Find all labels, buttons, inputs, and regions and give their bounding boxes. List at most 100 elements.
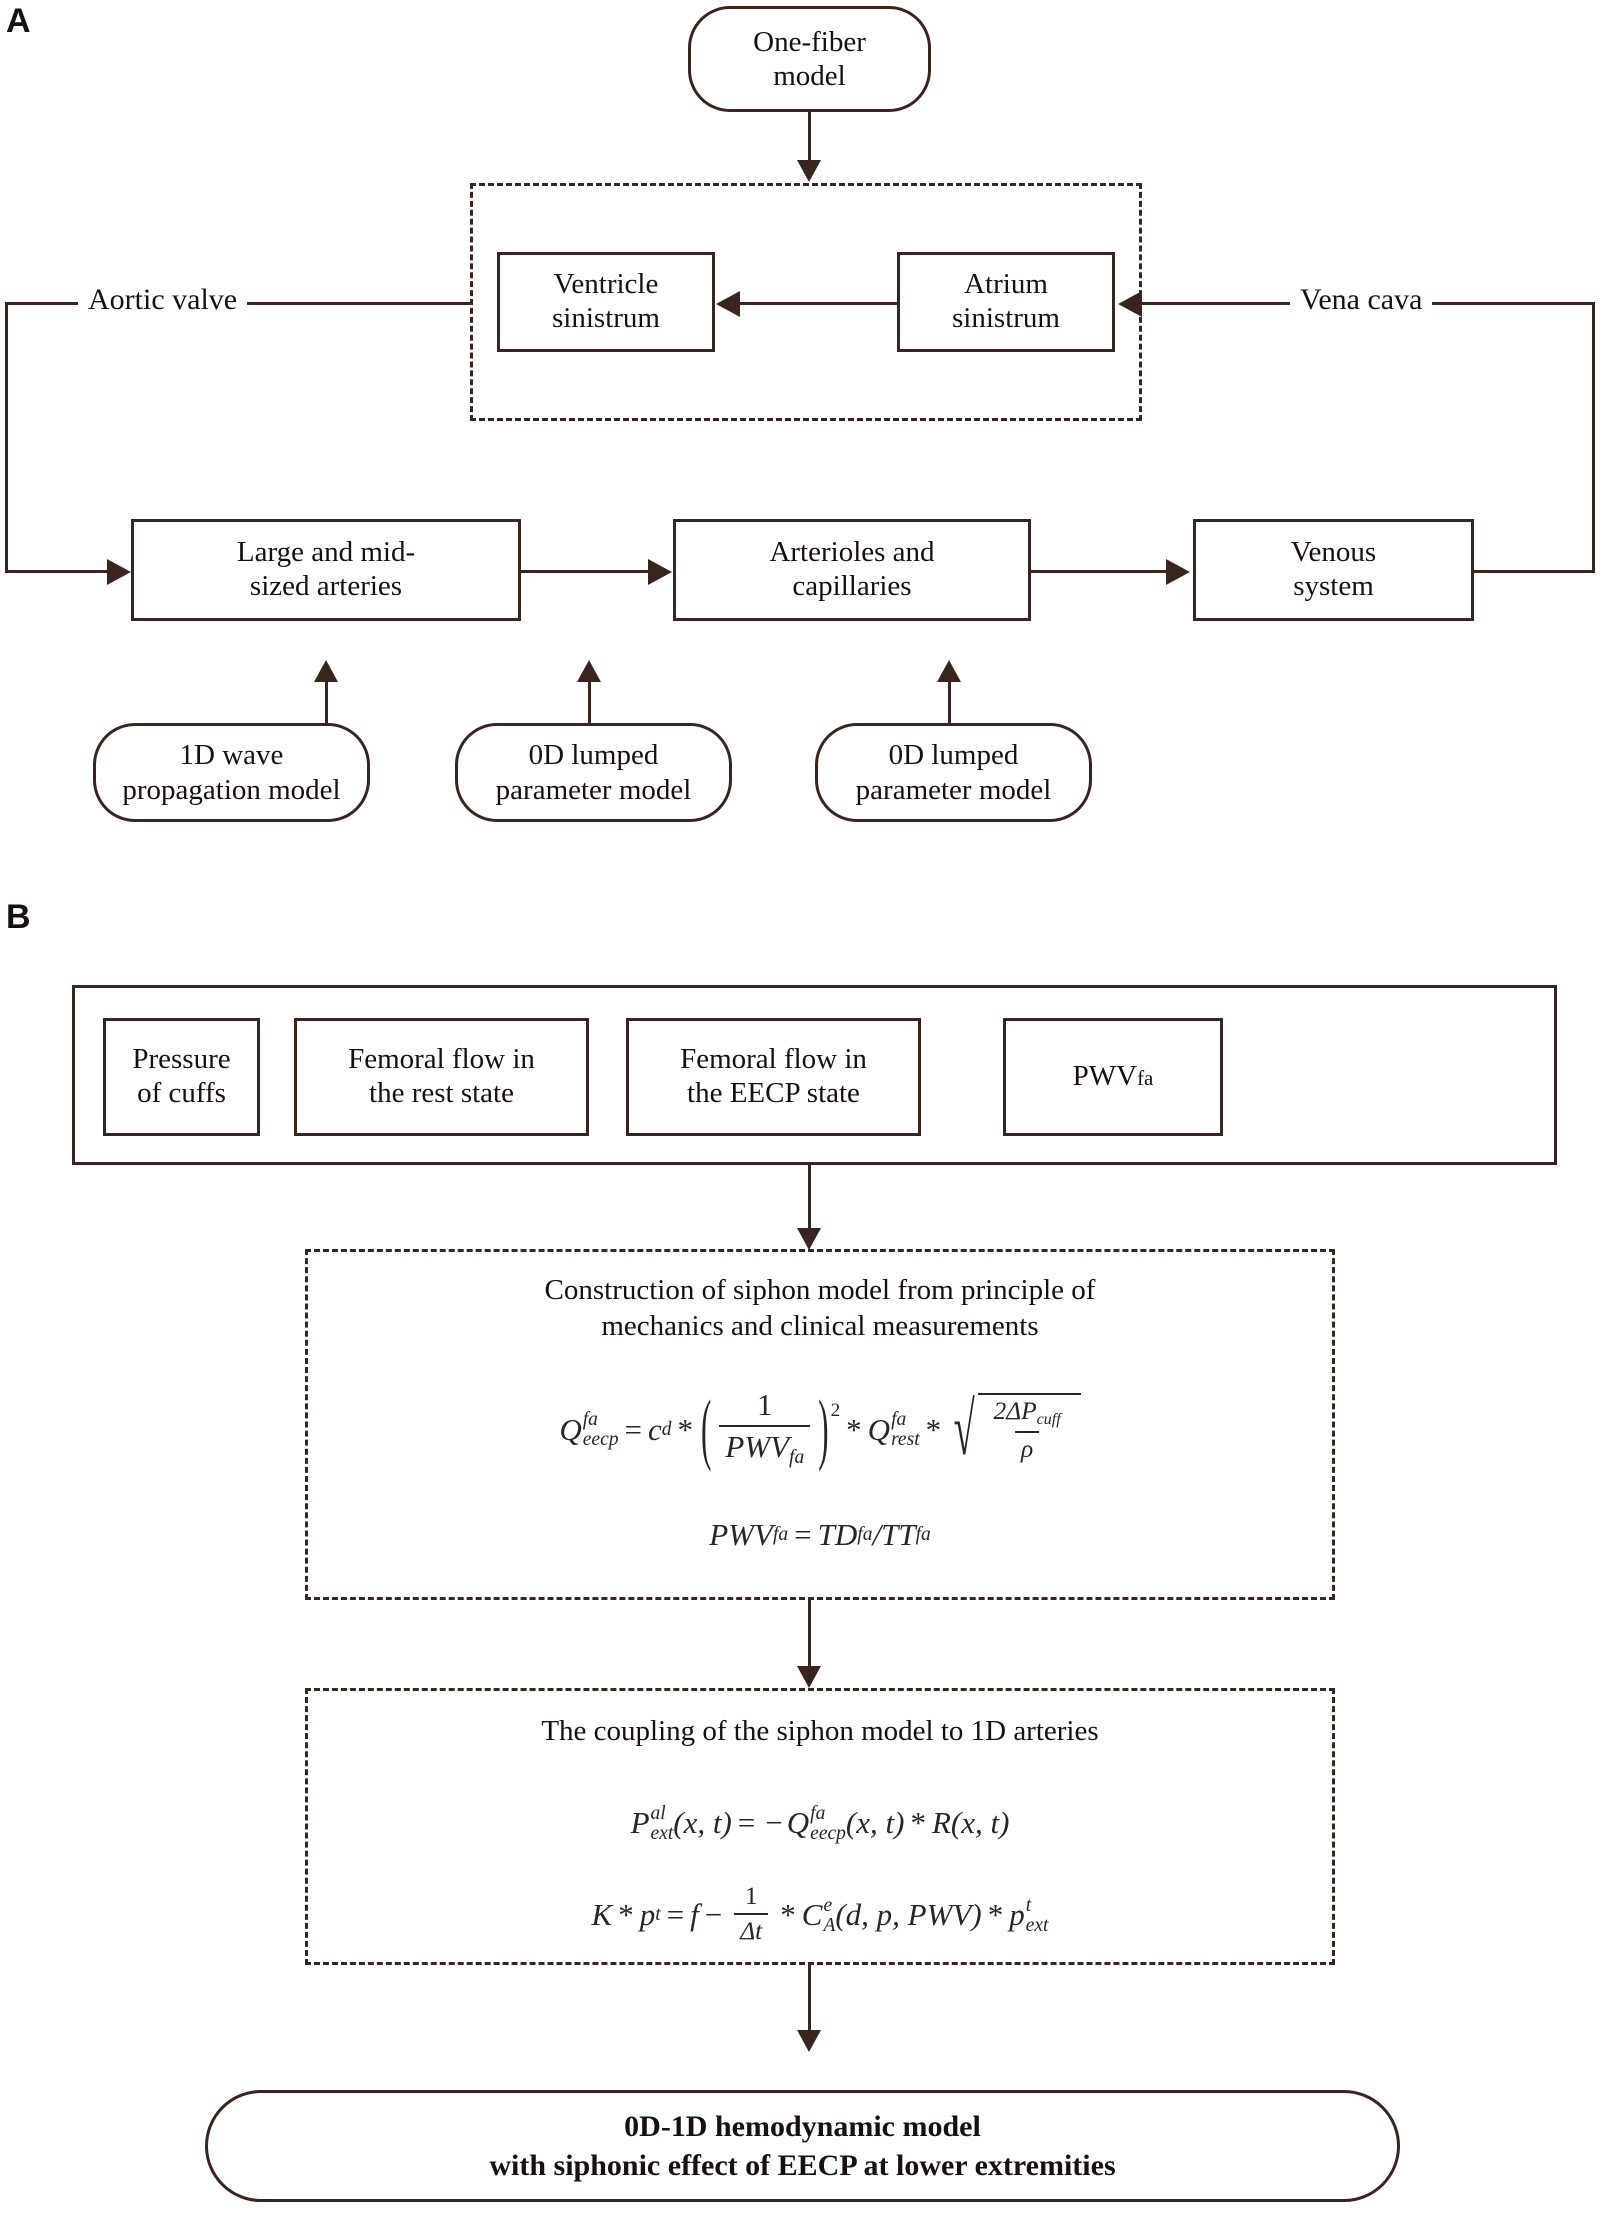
ceq1-lhs-base: P [630, 1805, 650, 1840]
eq1-q-sup: fa [891, 1409, 907, 1431]
node-0d-a-line1: 0D lumped [528, 739, 659, 772]
arrowhead-siphon-to-coupling [797, 1666, 821, 1688]
ceq1-lhs-sup: al [650, 1802, 666, 1824]
node-ventricle-line2: sinistrum [552, 302, 660, 334]
input-pressure-line2: of cuffs [137, 1077, 226, 1109]
ceq2-c-sub: A [823, 1914, 836, 1936]
ceq2-frac-numerator: 1 [744, 1881, 758, 1910]
arrowhead-to-arteries [107, 559, 131, 585]
siphon-model-dashed-box [305, 1249, 1335, 1600]
final-line2: with siphonic effect of EECP at lower ex… [489, 2149, 1116, 2182]
ceq2-fraction: 1 Δt [734, 1881, 769, 1946]
siphon-model-title: Construction of siphon model from princi… [325, 1272, 1315, 1345]
input-eecp-line1: Femoral flow in [680, 1043, 867, 1076]
eq1-fraction: 1 PWVfa [719, 1387, 811, 1469]
eq1-q-base: Q [867, 1411, 891, 1447]
eq1-paren-left: ( [701, 1383, 712, 1473]
ceq1-r-args: (x, t) [950, 1805, 1010, 1840]
node-arterioles-capillaries: Arterioles and capillaries [673, 519, 1031, 621]
connector-0d-lumped-b-to-venous [948, 680, 951, 726]
ceq2-c-sup: e [823, 1894, 833, 1916]
input-pressure-line1: Pressure [132, 1043, 231, 1076]
eq1-sqrt-numerator: 2ΔPcuff [988, 1397, 1067, 1431]
node-0d-b-line2: parameter model [855, 773, 1052, 806]
eq1-frac-denominator: PWVfa [719, 1424, 811, 1469]
eq2-rhs1-base: TD [817, 1517, 858, 1552]
eq1-mul1: * [677, 1411, 694, 1447]
arrowhead-inputs-to-siphon [797, 1228, 821, 1250]
siphon-title-line1: Construction of siphon model from princi… [544, 1274, 1096, 1306]
ceq2-p-base: p [639, 1897, 656, 1932]
ceq1-lhs-args: (x, t) [673, 1805, 732, 1840]
ceq1-equals: = [737, 1805, 756, 1840]
panel-a-letter: A [6, 2, 31, 40]
ceq2-mul1: * [618, 1897, 634, 1932]
panel-b-letter: B [6, 898, 31, 936]
ceq1-q-sup: fa [810, 1802, 826, 1824]
eq1-mul3: * [925, 1411, 942, 1447]
ceq2-f: f [690, 1897, 699, 1932]
connector-atrium-to-ventricle [740, 302, 900, 305]
ceq2-minus: − [704, 1897, 723, 1932]
node-arteries-line1: Large and mid- [236, 536, 416, 569]
inputs-container [72, 985, 1557, 1165]
arrowhead-0d-lumped-b [937, 660, 961, 682]
eq1-paren-group: ( 1 PWVfa ) [699, 1384, 831, 1473]
connector-vena-cava-down [1592, 302, 1595, 573]
node-one-fiber-model: One-fiber model [688, 6, 931, 112]
connector-coupling-to-final [808, 1965, 811, 2037]
eq1-lhs-sub: eecp [582, 1429, 619, 1451]
final-line1: 0D-1D hemodynamic model [624, 2110, 981, 2143]
connector-aortic-valve-to-arteries [5, 570, 113, 573]
eq1-radicand: 2ΔPcuff ρ [977, 1393, 1081, 1465]
eq1-cd-base: c [647, 1411, 662, 1447]
node-atrium-line1: Atrium [964, 268, 1048, 301]
node-atrium-sinistrum: Atrium sinistrum [897, 252, 1115, 352]
node-0d-lumped-parameter-model-a: 0D lumped parameter model [455, 723, 732, 822]
ceq2-c-base: C [801, 1897, 823, 1932]
input-box-femoral-flow-rest: Femoral flow in the rest state [294, 1018, 589, 1136]
arrowhead-0d-lumped-a [577, 660, 601, 682]
arrowhead-arteries-to-arterioles [648, 559, 672, 585]
eq1-sqrt-fraction: 2ΔPcuff ρ [988, 1397, 1067, 1464]
arrowhead-vena-cava [1118, 291, 1142, 317]
node-1d-wave-line2: propagation model [122, 773, 341, 806]
node-1d-wave-propagation-model: 1D wave propagation model [93, 723, 370, 822]
connector-one-fiber-to-heart [808, 112, 811, 167]
node-final-hemodynamic-model: 0D-1D hemodynamic model with siphonic ef… [205, 2090, 1400, 2202]
connector-inputs-to-siphon [808, 1165, 811, 1235]
eq2-slash: / [872, 1517, 882, 1552]
eq1-lhs-sup: fa [582, 1409, 598, 1431]
siphon-title-line2: mechanics and clinical measurements [601, 1310, 1039, 1343]
eq2-rhs1-sub: fa [857, 1524, 873, 1545]
label-vena-cava: Vena cava [1290, 283, 1433, 316]
ceq1-mul: * [910, 1805, 926, 1840]
node-0d-lumped-parameter-model-b: 0D lumped parameter model [815, 723, 1092, 822]
eq1-frac-den-sub: fa [789, 1447, 805, 1469]
node-arterioles-line1: Arterioles and [769, 536, 935, 569]
ceq2-pext-base: p [1009, 1897, 1025, 1932]
eq2-lhs-sub: fa [772, 1524, 789, 1545]
arrowhead-coupling-to-final [797, 2030, 821, 2052]
eq1-lhs-base: Q [559, 1411, 582, 1447]
eq1-sqrt: √ 2ΔPcuff ρ [951, 1392, 1081, 1467]
node-arterioles-line2: capillaries [792, 570, 912, 602]
node-ventricle-sinistrum: Ventricle sinistrum [497, 252, 715, 352]
connector-arteries-to-arterioles [521, 570, 651, 573]
eq1-equals: = [624, 1411, 642, 1447]
connector-0d-lumped-a-to-arterioles [588, 680, 591, 726]
node-one-fiber-model-line1: One-fiber [753, 25, 866, 58]
input-rest-line2: the rest state [369, 1077, 514, 1109]
eq2-rhs2-base: TT [881, 1517, 916, 1552]
eq2-rhs2-sub: fa [915, 1524, 931, 1545]
node-0d-a-line2: parameter model [495, 773, 692, 806]
ceq2-pext-sub: ext [1025, 1914, 1049, 1936]
ceq1-q-base: Q [786, 1805, 810, 1840]
node-venous-system: Venous system [1193, 519, 1474, 621]
node-large-mid-arteries: Large and mid- sized arteries [131, 519, 521, 621]
coupling-dashed-box [305, 1688, 1335, 1965]
